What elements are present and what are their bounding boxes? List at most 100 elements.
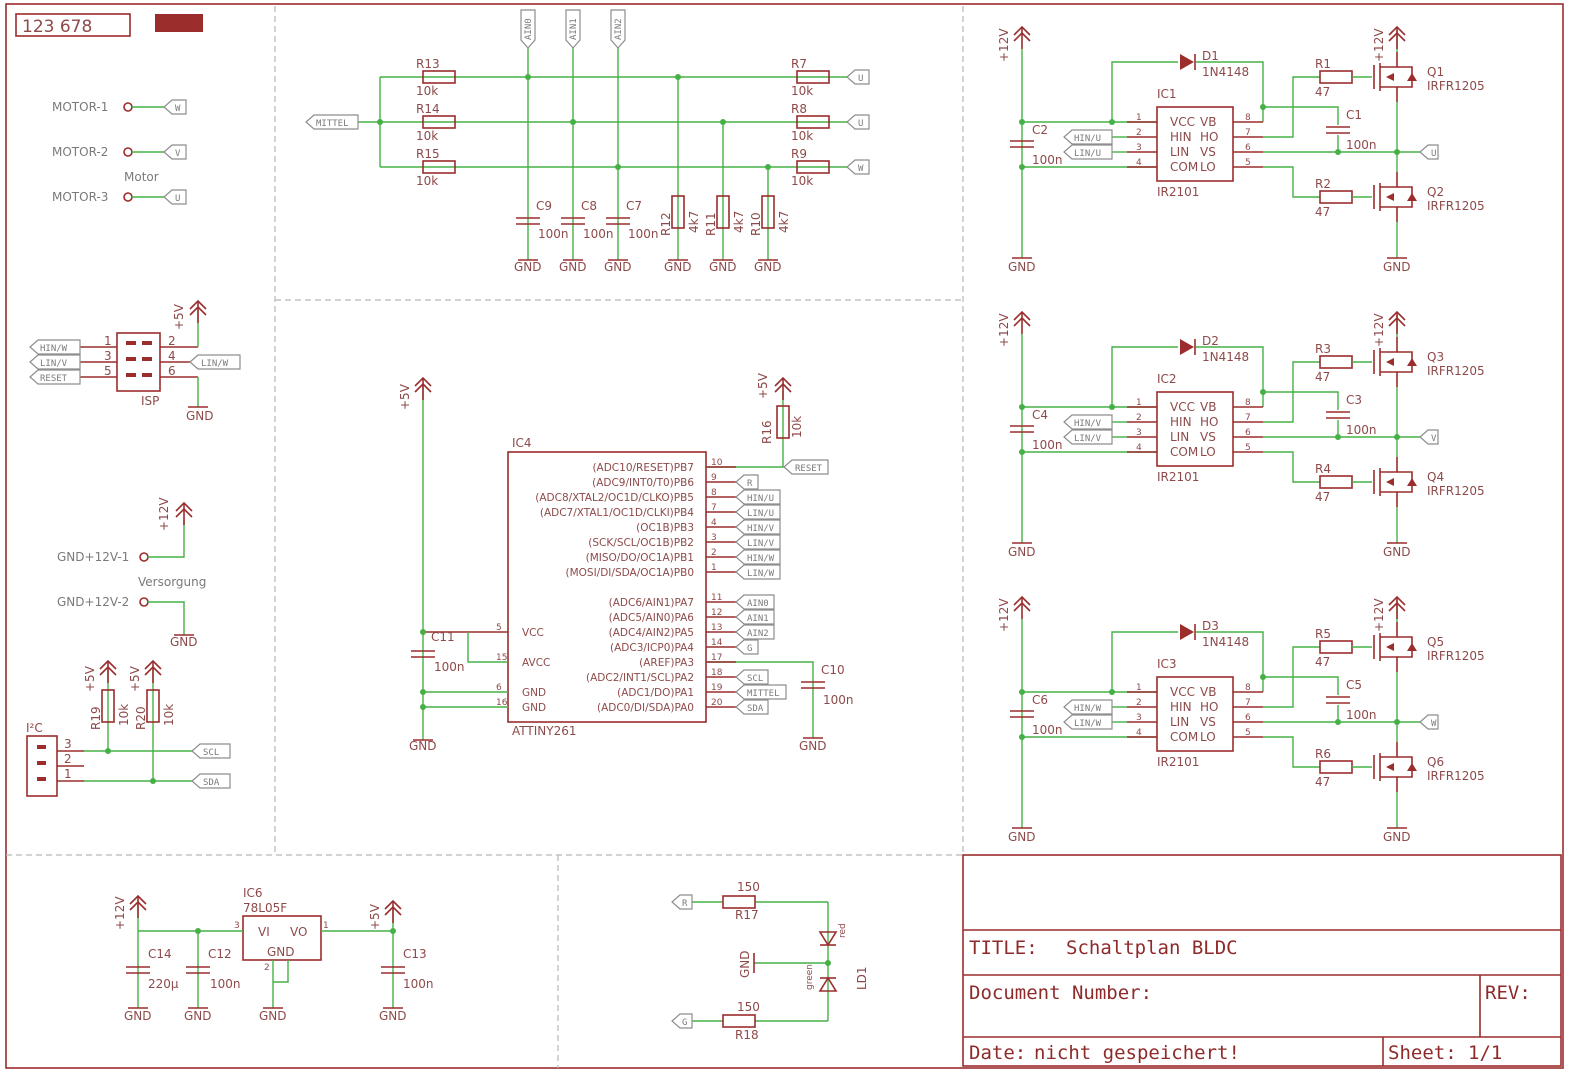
mosfet-icon [1407, 478, 1417, 486]
net-tag-shape [520, 9, 536, 49]
net-tag: AIN0 [520, 9, 536, 49]
diode-icon [1180, 339, 1194, 355]
mcu-pin-number: 8 [711, 488, 717, 498]
ic-pin-function: LIN [1170, 715, 1189, 729]
ic-pin-function: VS [1200, 430, 1216, 444]
capacitor-name: C6 [1032, 693, 1048, 707]
net-tag-label: LIN/W [747, 569, 775, 579]
ic-pin-number: 7 [1245, 128, 1251, 138]
ic-pin-number: 8 [1245, 398, 1251, 408]
wire [1196, 61, 1264, 122]
resistor-name: R15 [416, 147, 440, 161]
ic-pin-number: 5 [1245, 158, 1251, 168]
ic-pin-function: VCC [1170, 115, 1195, 129]
mcu-pin-number: 4 [711, 518, 717, 528]
net-tag: RESET [29, 369, 81, 385]
diode-icon [1180, 54, 1194, 70]
supply-arrow-icon [175, 501, 193, 525]
ic-pin-number: 1 [1136, 398, 1142, 408]
net-tag: U [846, 114, 870, 130]
ic-part: IR2101 [1157, 185, 1199, 199]
net-tag-shape [1063, 414, 1113, 430]
ic-pin-number: 1 [1136, 683, 1142, 693]
net-tag: AIN1 [735, 609, 775, 625]
capacitor-name: C1 [1346, 108, 1362, 122]
mosfet-icon [1380, 491, 1398, 507]
resistor-value: 10k [162, 704, 176, 726]
ic-name: IC1 [1157, 87, 1177, 101]
isp-pin-number: 3 [104, 349, 112, 363]
mosfet-name: Q1 [1427, 65, 1444, 79]
pin-function: GND [267, 945, 295, 959]
net-tag-label: AIN0 [747, 599, 769, 609]
resistor-name: R12 [659, 212, 673, 236]
gnd-label: GND [738, 950, 752, 978]
net-tag-shape [735, 549, 781, 565]
net-tag-shape [1063, 699, 1113, 715]
net-tag: HIN/V [1063, 414, 1113, 430]
mosfet-name: Q4 [1427, 470, 1444, 484]
gnd-label: GND [799, 739, 827, 753]
net-tag-label: R [747, 479, 753, 489]
mcu-pin-function: (MISO/DO/OC1A)PB1 [586, 552, 694, 564]
wire [1263, 361, 1320, 423]
i2c-connector: I²C 3 2 1 R19 10k R20 10k +5V +5V [26, 665, 200, 797]
resistor-value: 150 [737, 880, 760, 894]
net-tag-label: W [1431, 719, 1437, 729]
motor-pin-label: MOTOR-1 [52, 100, 108, 114]
ic-name: IC4 [512, 436, 532, 450]
mosfet-icon [1380, 371, 1398, 387]
net-tag-shape [565, 9, 581, 49]
mcu-pin-function: (ADC5/AIN0)PA6 [609, 612, 695, 624]
wire [1263, 646, 1320, 708]
mosfet-part: IRFR1205 [1427, 199, 1485, 213]
pin-number: 3 [234, 921, 240, 931]
net-tag-label: LIN/V [1074, 434, 1102, 444]
mosfet-icon [1407, 358, 1417, 366]
net-tag-shape [163, 99, 187, 115]
resistor-value: 10k [416, 129, 438, 143]
mcu-pin-function: (ADC6/AIN1)PA7 [609, 597, 694, 609]
net-tag: RESET [783, 459, 829, 475]
ic-pin-function: LIN [1170, 145, 1189, 159]
gnd-label: GND [1383, 260, 1411, 274]
net-tag-shape [783, 459, 829, 475]
net-tag-shape [671, 1013, 693, 1029]
ic-pin-number: 2 [1136, 413, 1142, 423]
corner-label: 123 678 [22, 17, 92, 37]
ic-pin-number: 5 [1245, 443, 1251, 453]
net-tag-shape [735, 699, 769, 715]
net-tag-shape [29, 369, 81, 385]
supply-arrow-icon [1388, 595, 1406, 619]
date-value: nicht gespeichert! [1034, 1042, 1240, 1064]
net-tag: G [671, 1013, 693, 1029]
net-tag-label: RESET [40, 374, 68, 384]
pin-number: 1 [323, 921, 329, 931]
junction [1019, 164, 1025, 170]
net-tag-label: G [682, 1018, 687, 1028]
net-tag-label: AIN0 [524, 18, 534, 40]
ic-pin-function: VB [1200, 115, 1216, 129]
gnd-label: GND [170, 635, 198, 649]
mosfet-icon [1407, 643, 1417, 651]
mosfet-icon [1380, 86, 1398, 102]
capacitor-name: C3 [1346, 393, 1362, 407]
supply-arrow-icon [414, 376, 432, 400]
capacitor-name: C2 [1032, 123, 1048, 137]
gnd-label: GND [664, 260, 692, 274]
mcu-pin-number: 11 [711, 593, 722, 603]
pin-function: VI [258, 925, 270, 939]
supply-arrow-icon [189, 299, 207, 323]
capacitor-value: 100n [823, 693, 854, 707]
junction [1019, 449, 1025, 455]
resistor-name: R13 [416, 57, 440, 71]
mosfet-icon [1386, 643, 1394, 651]
ic-pin-number: 2 [1136, 698, 1142, 708]
net-tag-shape [610, 9, 626, 49]
net-tag: U [1419, 144, 1439, 160]
net-tag: W [846, 159, 870, 175]
sheet-value: 1/1 [1468, 1042, 1502, 1064]
i2c-pin-number: 1 [64, 767, 72, 781]
